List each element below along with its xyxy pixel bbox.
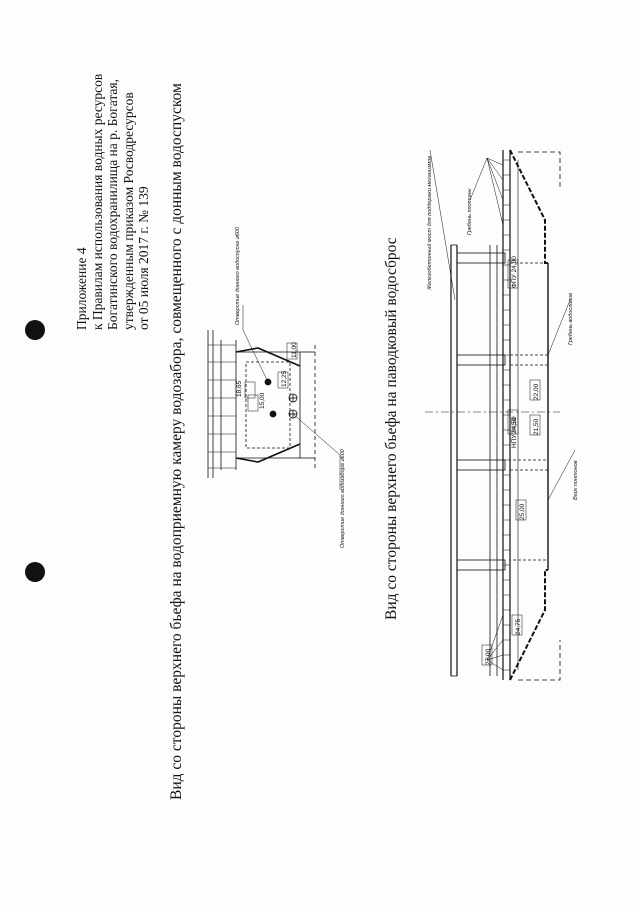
elevation-label: 11,00: [291, 342, 298, 358]
elevation-label: 24,50: [511, 417, 518, 434]
elevation-label: 24,75: [515, 618, 522, 635]
punch-hole-bottom: [25, 562, 45, 582]
elevation-label: 27,00: [485, 648, 492, 665]
spillway-drawing: [425, 149, 576, 681]
dam-crest-note: Гребень плотины: [467, 189, 473, 235]
intake-drawing: [207, 305, 341, 490]
elevation-label: НПУ 24,50: [511, 416, 518, 448]
weir-crest-note: Гребень водосливов: [568, 293, 574, 345]
elevation-label: 12,25: [281, 370, 288, 387]
punch-hole-top: [25, 320, 45, 340]
elevation-label: 21,50: [533, 418, 540, 435]
elevation-label: 18,65: [236, 380, 243, 397]
elevation-label: 22,00: [533, 383, 540, 400]
elevation-label: ФПУ 24,80: [511, 256, 518, 288]
pontoon-top-note: Верх понтонов: [573, 460, 579, 500]
elevation-label: 15,00: [259, 392, 266, 409]
bridge-note: Железобетонный мост для поддержки механи…: [426, 156, 433, 291]
elevation-label: 25,00: [519, 503, 526, 520]
drain-opening-note: Отверстие донного водоспуска ⌀600: [235, 226, 241, 325]
intake-opening-note: Отверстие донного водозабора ⌀600: [340, 448, 346, 548]
